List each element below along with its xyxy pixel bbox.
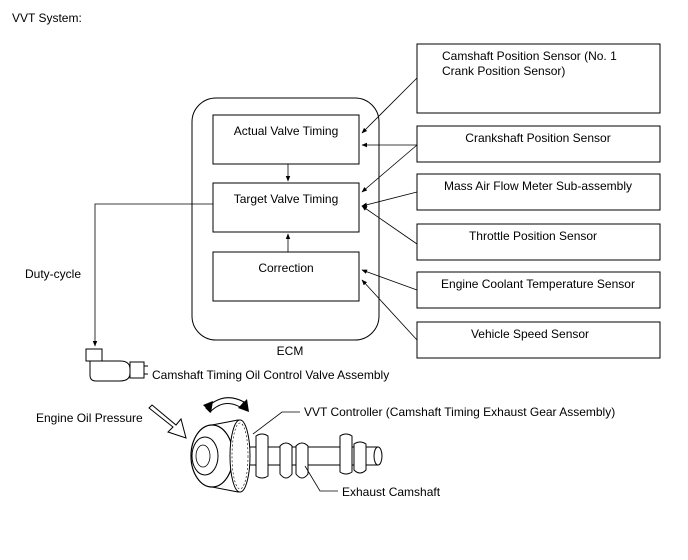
engine-coolant-temp-sensor-box: Engine Coolant Temperature Sensor [416, 271, 661, 309]
exhaust-camshaft-label: Exhaust Camshaft [342, 485, 441, 499]
crankshaft-to-target-arrow [361, 144, 418, 193]
throttle-position-sensor-label: Throttle Position Sensor [469, 229, 597, 243]
diagram-title: VVT System: [12, 11, 82, 25]
oil-pressure-arrow-icon [148, 404, 187, 439]
correction-label: Correction [258, 261, 313, 275]
actual-valve-timing-label: Actual Valve Timing [234, 124, 339, 138]
target-valve-timing-block: Target Valve Timing [212, 182, 360, 233]
exhaust-camshaft-leader [304, 465, 338, 492]
vvt-controller-leader [252, 411, 300, 435]
vvt-controller-label: VVT Controller (Camshaft Timing Exhaust … [304, 405, 615, 419]
rotation-arrow-icon [203, 397, 249, 413]
oil-control-valve-icon [85, 348, 148, 382]
camshaft-position-sensor-box: Camshaft Position Sensor (No. 1 Crank Po… [416, 43, 661, 114]
mass-air-flow-meter-label: Mass Air Flow Meter Sub-assembly [444, 179, 632, 193]
vehicle-speed-sensor-box: Vehicle Speed Sensor [416, 321, 661, 359]
vehicle-speed-arrow [361, 279, 418, 341]
duty-cycle-output-arrow [92, 203, 213, 347]
ecm-label: ECM [277, 344, 304, 358]
camshaft-sensor-arrow [361, 77, 418, 134]
mass-air-flow-arrow [361, 191, 418, 207]
correction-block: Correction [212, 251, 360, 302]
camshaft-position-sensor-label-2: Crank Position Sensor) [442, 64, 565, 78]
mass-air-flow-meter-box: Mass Air Flow Meter Sub-assembly [416, 173, 661, 211]
engine-coolant-temp-sensor-label: Engine Coolant Temperature Sensor [441, 277, 635, 291]
coolant-temp-arrow [361, 269, 418, 291]
actual-valve-timing-block: Actual Valve Timing [212, 114, 360, 165]
throttle-position-sensor-box: Throttle Position Sensor [416, 223, 661, 261]
crankshaft-position-sensor-label: Crankshaft Position Sensor [465, 131, 610, 145]
engine-oil-pressure-label: Engine Oil Pressure [36, 411, 143, 425]
camshaft-position-sensor-label-1: Camshaft Position Sensor (No. 1 [442, 49, 617, 63]
oil-control-valve-label: Camshaft Timing Oil Control Valve Assemb… [152, 368, 389, 382]
target-valve-timing-label: Target Valve Timing [234, 192, 339, 206]
exhaust-camshaft-icon [255, 433, 367, 479]
vehicle-speed-sensor-label: Vehicle Speed Sensor [471, 327, 589, 341]
throttle-position-arrow [361, 205, 418, 245]
crankshaft-position-sensor-box: Crankshaft Position Sensor [416, 125, 661, 163]
duty-cycle-label: Duty-cycle [25, 267, 81, 281]
